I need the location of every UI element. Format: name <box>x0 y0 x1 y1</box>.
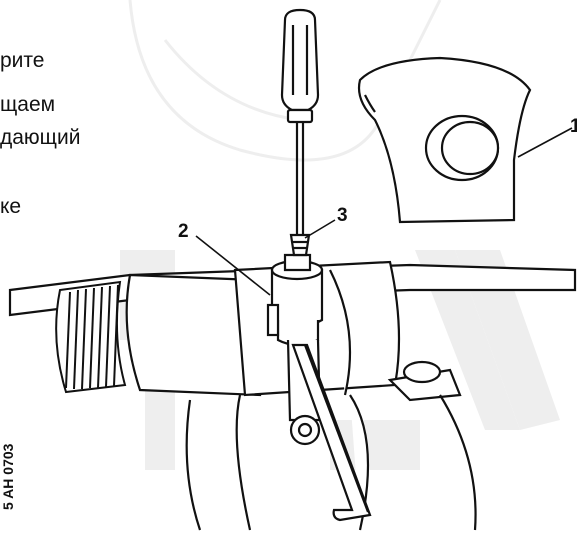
callout-3: 3 <box>337 205 348 226</box>
text-fragment-1: рите <box>0 49 45 72</box>
inset-detail <box>357 56 532 224</box>
screwdriver <box>280 8 320 257</box>
leader-lines <box>195 127 573 296</box>
hex-key <box>291 343 372 522</box>
grinder-body <box>8 260 577 531</box>
bushing-assembly <box>266 253 324 446</box>
knurled-knob <box>55 280 127 394</box>
figure-code-prefix: 5 <box>0 502 16 510</box>
figure-code: 5 AH 0703 <box>0 444 16 510</box>
callout-1: 1 <box>570 116 577 137</box>
text-fragment-2: щаем <box>0 93 56 116</box>
callout-2: 2 <box>178 221 189 242</box>
text-fragment-4: ке <box>0 195 22 218</box>
text-fragment-3: дающий <box>0 126 81 149</box>
figure-code-text: AH 0703 <box>0 443 16 499</box>
watermark-outline <box>128 0 442 162</box>
